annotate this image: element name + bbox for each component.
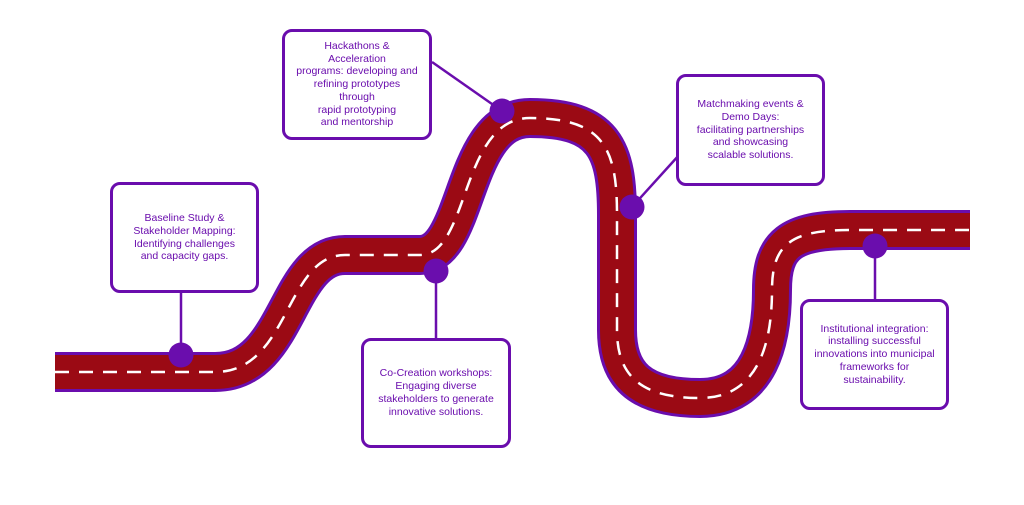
step-text-hackathons: Hackathons & Acceleration programs: deve…	[296, 39, 418, 129]
step-box-matchmaking: Matchmaking events & Demo Days: facilita…	[676, 74, 825, 186]
milestone-dot-2	[423, 258, 449, 284]
milestone-dot-3	[489, 98, 515, 124]
step-text-matchmaking: Matchmaking events & Demo Days: facilita…	[696, 98, 805, 162]
step-text-co-creation: Co-Creation workshops: Engaging diverse …	[378, 367, 494, 418]
step-box-hackathons: Hackathons & Acceleration programs: deve…	[282, 29, 432, 140]
step-text-baseline-study: Baseline Study & Stakeholder Mapping: Id…	[133, 211, 236, 263]
milestone-dot-1	[168, 342, 194, 368]
step-box-baseline-study: Baseline Study & Stakeholder Mapping: Id…	[110, 182, 259, 293]
step-box-co-creation: Co-Creation workshops: Engaging diverse …	[361, 338, 511, 448]
step-text-institutional-integration: Institutional integration: installing su…	[814, 322, 935, 386]
connector-3	[431, 60, 503, 113]
milestone-dot-4	[619, 194, 645, 220]
lane-marking	[55, 116, 970, 400]
milestone-dot-5	[862, 233, 888, 259]
step-box-institutional-integration: Institutional integration: installing su…	[800, 299, 949, 410]
